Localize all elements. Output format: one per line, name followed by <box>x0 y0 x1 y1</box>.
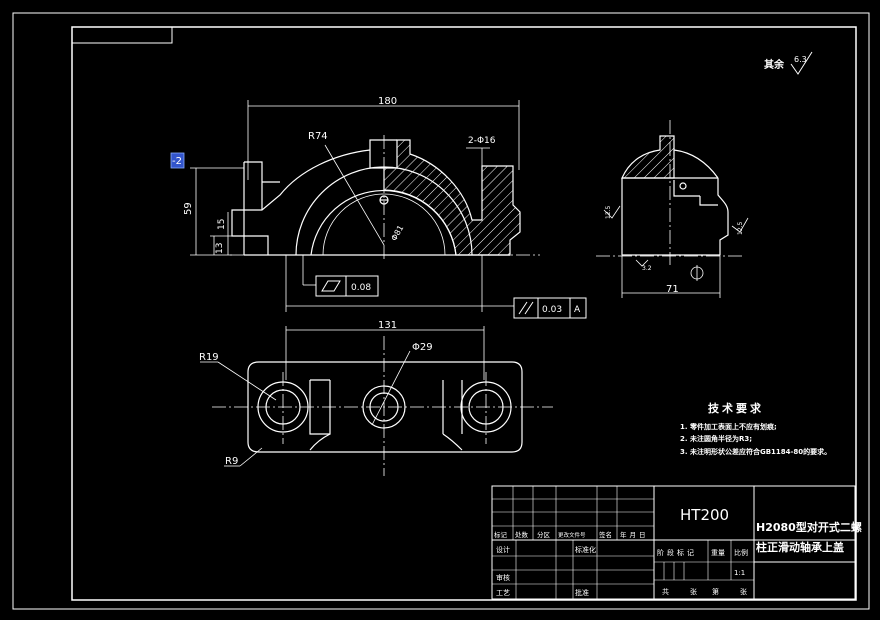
code-box <box>71 26 173 44</box>
rev-header-sign: 签名 <box>599 530 612 539</box>
tech-item-2: 2. 未注圆角半径为R3; <box>680 434 752 443</box>
row-design: 设计 <box>496 545 510 554</box>
technical-requirements: 技术要求 1. 零件加工表面上不应有划痕; 2. 未注圆角半径为R3; 3. 未… <box>680 401 831 456</box>
rev-header-date: 年月日 <box>620 530 649 539</box>
title-block <box>491 485 856 600</box>
side-roughness-right: 12.5 <box>737 221 744 235</box>
roughness-symbol <box>790 51 813 75</box>
outer-border <box>12 12 870 610</box>
selected-label[interactable]: -2 <box>172 156 182 167</box>
tech-item-1: 1. 零件加工表面上不应有划痕; <box>680 422 777 431</box>
side-roughness-left: 12.5 <box>605 205 612 219</box>
part-name-line1: H2080型对开式二螺 <box>756 520 862 534</box>
surface-roughness-note: 其余 6.3 <box>764 51 813 75</box>
side-width-dim: 71 <box>666 284 679 295</box>
row-process: 工艺 <box>496 589 510 597</box>
top-r9-dim: R9 <box>225 456 238 467</box>
parallel-value: 0.03 <box>542 305 562 315</box>
top-length-dim: 131 <box>378 320 397 331</box>
front-step1-dim: 15 <box>217 219 227 230</box>
tech-title: 技术要求 <box>708 401 764 415</box>
stage-header-weight: 重量 <box>711 549 725 557</box>
scale-value: 1:1 <box>734 569 745 577</box>
side-view <box>596 120 749 298</box>
parallel-tolerance-frame <box>513 297 587 319</box>
top-outline <box>247 361 523 453</box>
roughness-value: 6.3 <box>794 55 807 64</box>
stage-header-mark: 阶段标记 <box>657 548 697 557</box>
front-bore-dim: Φ81 <box>389 224 405 243</box>
sheet-total-label: 共 <box>662 587 669 596</box>
row-standard: 标准化 <box>575 545 596 554</box>
front-height-dim: 59 <box>183 202 194 215</box>
tech-item-3: 3. 未注明形状公差应符合GB1184-80的要求。 <box>680 447 831 456</box>
side-section-hatch <box>621 135 675 179</box>
row-review: 审核 <box>496 573 510 582</box>
rev-header-zone: 分区 <box>537 530 551 539</box>
flatness-tolerance-frame <box>315 275 379 297</box>
front-step2-dim: 13 <box>215 243 225 254</box>
flatness-value: 0.08 <box>351 283 371 293</box>
sheet-index-label: 第 <box>712 587 719 596</box>
roughness-label: 其余 <box>764 58 785 71</box>
parallel-datum: A <box>574 305 581 315</box>
front-holes-dim: 2-Φ16 <box>468 136 496 146</box>
selected-label-highlight[interactable] <box>170 152 185 169</box>
rev-header-count: 处数 <box>515 530 529 539</box>
top-r19-dim: R19 <box>199 352 219 363</box>
sheet-index-unit: 张 <box>740 587 747 596</box>
top-hole-dim: Φ29 <box>412 342 433 353</box>
part-name-line2: 柱正滑动轴承上盖 <box>756 540 844 554</box>
front-radius-dim: R74 <box>308 131 328 142</box>
material: HT200 <box>680 506 729 524</box>
side-roughness-bottom: 3.2 <box>642 265 652 272</box>
row-approve: 批准 <box>575 588 589 597</box>
stage-header-scale: 比例 <box>734 548 748 557</box>
rev-header-doc: 更改文件号 <box>558 531 586 539</box>
top-view <box>200 326 553 476</box>
sheet-total-unit: 张 <box>690 587 697 596</box>
inner-border <box>71 26 857 601</box>
front-view <box>230 135 540 262</box>
front-dimensions <box>190 100 520 312</box>
front-width-dim: 180 <box>378 96 397 107</box>
rev-header-mark: 标记 <box>494 530 508 539</box>
